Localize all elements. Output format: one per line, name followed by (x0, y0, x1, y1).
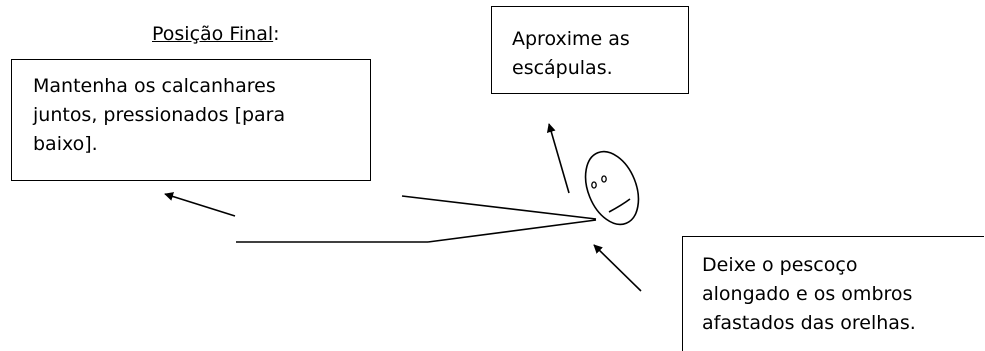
scapula-note-box: Aproxime as escápulas. (491, 6, 689, 94)
scapula-note-line-2: escápulas. (512, 57, 613, 79)
neck-note-line-3: afastados das orelhas. (702, 312, 916, 334)
diagram-title: Posição Final: (152, 22, 280, 46)
heels-arrow (164, 192, 236, 217)
neck-note-line-2: alongado e os ombros (702, 283, 913, 305)
mouth-line (608, 198, 631, 213)
title-text: Posição Final (152, 23, 274, 45)
scapula-note-line-1: Aproxime as (512, 28, 630, 50)
heels-note-line-1: Mantenha os calcanhares (33, 75, 276, 97)
torso-line (427, 219, 597, 243)
right-eye (601, 175, 607, 183)
neck-note-line-1: Deixe o pescoço (702, 254, 858, 276)
head-circle (584, 150, 640, 226)
scapula-arrow (546, 123, 570, 194)
heels-note-line-3: baixo]. (33, 133, 98, 155)
neck-arrow (593, 244, 642, 292)
heels-note-line-2: juntos, pressionados [para (33, 104, 286, 126)
heels-note-box: Mantenha os calcanhares juntos, pression… (11, 59, 371, 181)
title-colon: : (273, 23, 280, 45)
left-eye (591, 181, 597, 189)
upper-leg-line (401, 195, 597, 220)
neck-note-box: Deixe o pescoço alongado e os ombros afa… (682, 236, 984, 351)
